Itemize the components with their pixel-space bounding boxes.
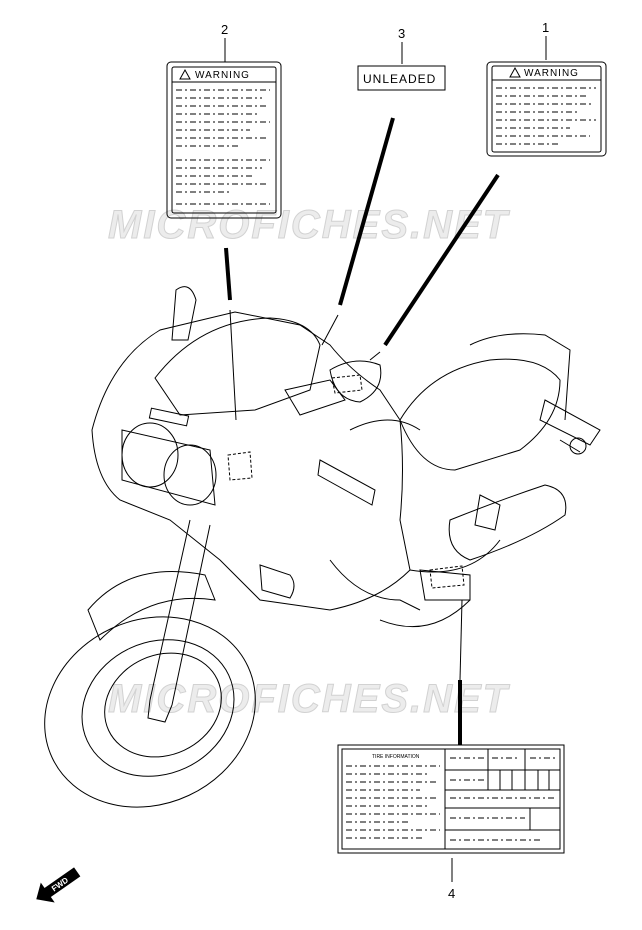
callout-number-2: 2 [221, 22, 228, 37]
callout-number-1: 1 [542, 20, 549, 35]
label-2-warning: WARNING [166, 61, 282, 219]
warning-triangle-icon [509, 66, 521, 78]
label-3-unleaded: UNLEADED [357, 65, 446, 91]
label-4-title-text: TIRE INFORMATION [372, 754, 420, 760]
label-1-warning-text: WARNING [524, 68, 579, 79]
warning-triangle-icon [179, 68, 191, 80]
label-4-tire-information: TIRE INFORMATION [337, 744, 565, 854]
leader-lines [224, 36, 547, 882]
callout-number-4: 4 [448, 886, 455, 901]
label-1-warning: WARNING [486, 61, 607, 157]
watermark-bottom: MICROFICHES.NET [108, 677, 511, 721]
fwd-arrow-icon: FWD [36, 867, 81, 903]
watermark-top: MICROFICHES.NET [108, 203, 511, 247]
label-3-unleaded-text: UNLEADED [363, 72, 436, 86]
motorcycle-outline [44, 286, 601, 808]
callout-number-3: 3 [398, 26, 405, 41]
label-2-warning-text: WARNING [195, 70, 250, 81]
